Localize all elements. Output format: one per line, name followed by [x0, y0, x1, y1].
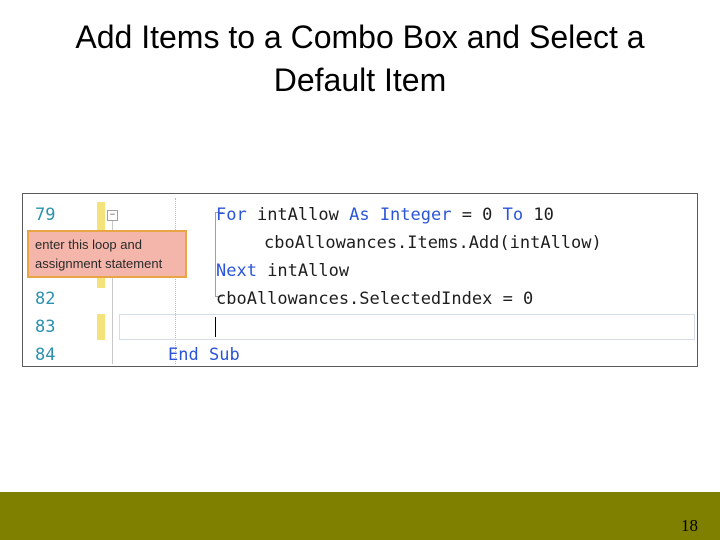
keyword-integer: Integer [379, 205, 452, 225]
line-number: 83 [35, 317, 56, 337]
code-line-84[interactable]: 84 End Sub [23, 342, 697, 370]
code-line-80[interactable]: cboAllowances.Items.Add(intAllow) [23, 230, 697, 258]
space [370, 205, 380, 225]
code-line-81[interactable]: Next intAllow [23, 258, 697, 286]
code-editor-screenshot: − 79 For intAllow As Integer = 0 To 10 c… [22, 193, 698, 367]
code-text[interactable]: cboAllowances.Items.Add(intAllow) [264, 233, 602, 253]
indent-guide [175, 198, 176, 364]
page-number: 18 [681, 516, 698, 535]
keyword-sub: Sub [208, 345, 240, 365]
code-line-83[interactable]: 83 [23, 314, 697, 342]
code-text[interactable]: End Sub [168, 345, 240, 365]
keyword-as: As [349, 205, 370, 225]
block-bracket [215, 212, 216, 296]
slide-title: Add Items to a Combo Box and Select a De… [0, 16, 720, 102]
callout-line1: enter this loop and [35, 237, 142, 252]
outline-guide [112, 221, 113, 364]
line-number: 82 [35, 289, 56, 309]
space [199, 345, 209, 365]
assignment: = 0 [451, 205, 503, 225]
slide-title-line1: Add Items to a Combo Box and Select a [75, 19, 645, 55]
code-text[interactable]: Next intAllow [216, 261, 349, 281]
keyword-for: For [216, 205, 247, 225]
callout-line2: assignment statement [35, 256, 163, 271]
current-line-highlight [119, 314, 695, 340]
block-bracket-top [215, 212, 223, 213]
line-number: 84 [35, 345, 56, 365]
block-bracket-bottom [215, 296, 223, 297]
line-number: 79 [35, 205, 56, 225]
keyword-end: End [168, 345, 199, 365]
keyword-next: Next [216, 261, 257, 281]
collapse-icon[interactable]: − [107, 210, 118, 221]
code-line-79[interactable]: 79 For intAllow As Integer = 0 To 10 [23, 202, 697, 230]
slide-title-line2: Default Item [273, 62, 447, 98]
identifier: intAllow [256, 261, 350, 281]
footer-bar: 18 [0, 492, 720, 540]
instruction-callout: enter this loop and assignment statement [27, 230, 187, 278]
code-text[interactable]: For intAllow As Integer = 0 To 10 [216, 205, 554, 225]
changed-line-marker [97, 314, 105, 340]
code-line-82[interactable]: 82 cboAllowances.SelectedIndex = 0 [23, 286, 697, 314]
number-literal: 10 [523, 205, 554, 225]
keyword-to: To [502, 205, 524, 225]
code-text[interactable]: cboAllowances.SelectedIndex = 0 [216, 289, 534, 309]
text-caret [215, 317, 216, 337]
identifier: intAllow [246, 205, 350, 225]
